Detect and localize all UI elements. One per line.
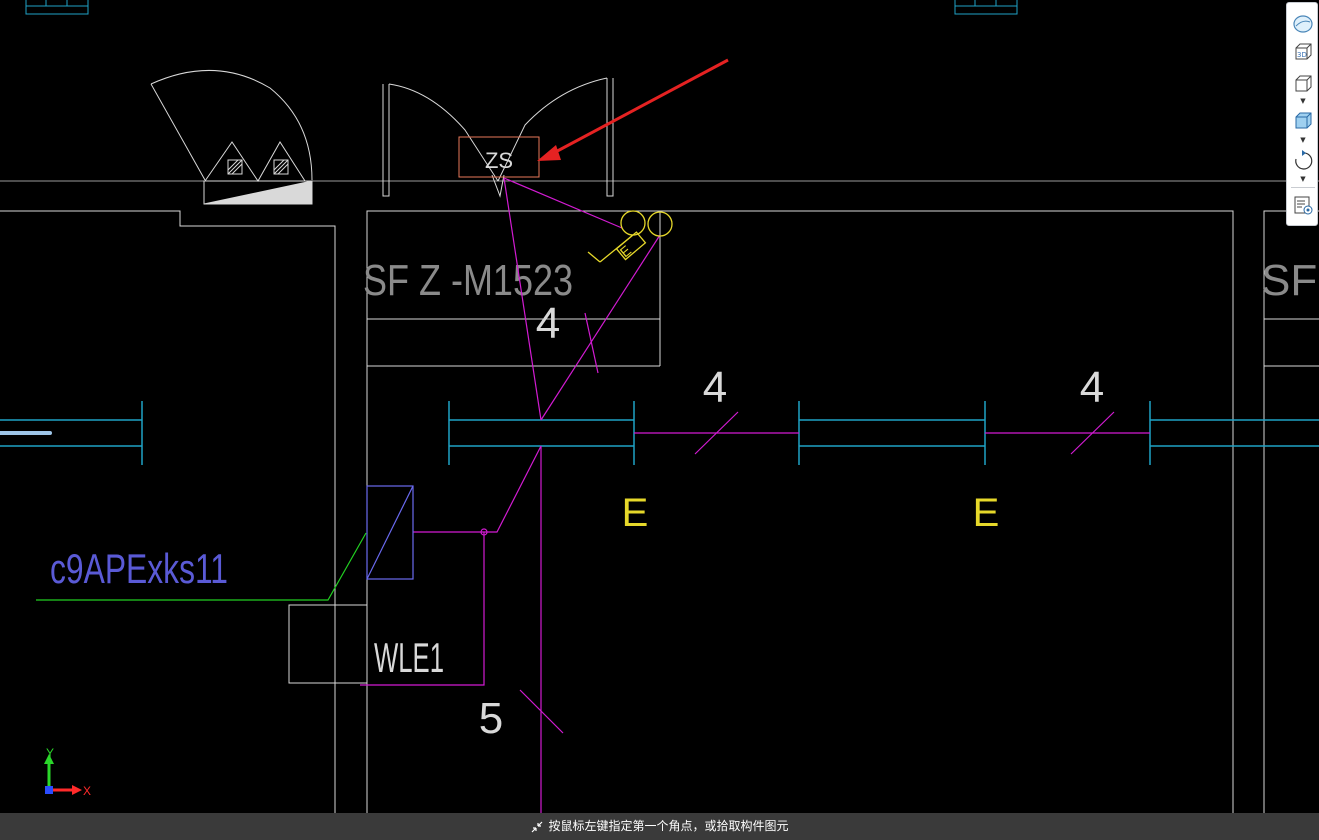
wire-count-1: 4: [536, 299, 560, 348]
pointer-arrow: [537, 58, 729, 161]
window-symbol-right: [954, 0, 1018, 15]
window-symbol-left: [25, 0, 89, 15]
navigation-sphere-icon[interactable]: [1292, 13, 1314, 35]
wire-count-4: 5: [479, 694, 503, 743]
view-filled-dropdown-icon[interactable]: ▼: [1300, 136, 1306, 144]
view-3d-label: 3D: [1297, 51, 1307, 59]
view-cube-filled-icon[interactable]: [1292, 110, 1314, 132]
wiring: [360, 177, 1150, 840]
collapse-arrows-icon[interactable]: [530, 820, 544, 834]
wire-count-3: 4: [1080, 363, 1104, 412]
view-cube-dropdown-icon[interactable]: ▼: [1300, 97, 1306, 105]
zs-label: ZS: [485, 148, 513, 173]
status-prompt: 按鼠标左键指定第一个角点，或拾取构件图元: [548, 819, 789, 833]
light-label-e-1: E: [622, 491, 649, 535]
properties-panel-icon[interactable]: [1292, 194, 1314, 216]
rotate-icon[interactable]: [1292, 149, 1314, 171]
view-cube-icon[interactable]: [1292, 73, 1314, 95]
view-toolbar: 3D ▼ ▼ ▼: [1286, 2, 1318, 226]
ucs-axis-icon: Y X: [44, 746, 91, 798]
circuit-label: c9APExks11: [50, 545, 228, 592]
switch-fixture[interactable]: [587, 210, 673, 263]
light-label-e-2: E: [973, 491, 1000, 535]
wire-count-2: 4: [703, 363, 727, 412]
zs-box[interactable]: [458, 136, 540, 178]
circuit-name: WLE1: [374, 634, 444, 681]
axis-x-label: X: [83, 784, 91, 798]
view-3d-icon[interactable]: 3D: [1292, 41, 1314, 63]
toolbar-separator: [1291, 187, 1315, 188]
leader-line: [36, 532, 367, 601]
door-swing-middle: [382, 77, 614, 198]
rotate-dropdown-icon[interactable]: ▼: [1300, 175, 1306, 183]
door-label-right: SF 5: [1261, 256, 1319, 305]
distribution-box[interactable]: [366, 485, 414, 580]
command-status-bar: 按鼠标左键指定第一个角点，或拾取构件图元: [0, 813, 1319, 840]
door-swing-left: [150, 70, 313, 205]
axis-y-label: Y: [46, 746, 54, 760]
door-label-left: SF Z -M1523: [363, 256, 573, 305]
